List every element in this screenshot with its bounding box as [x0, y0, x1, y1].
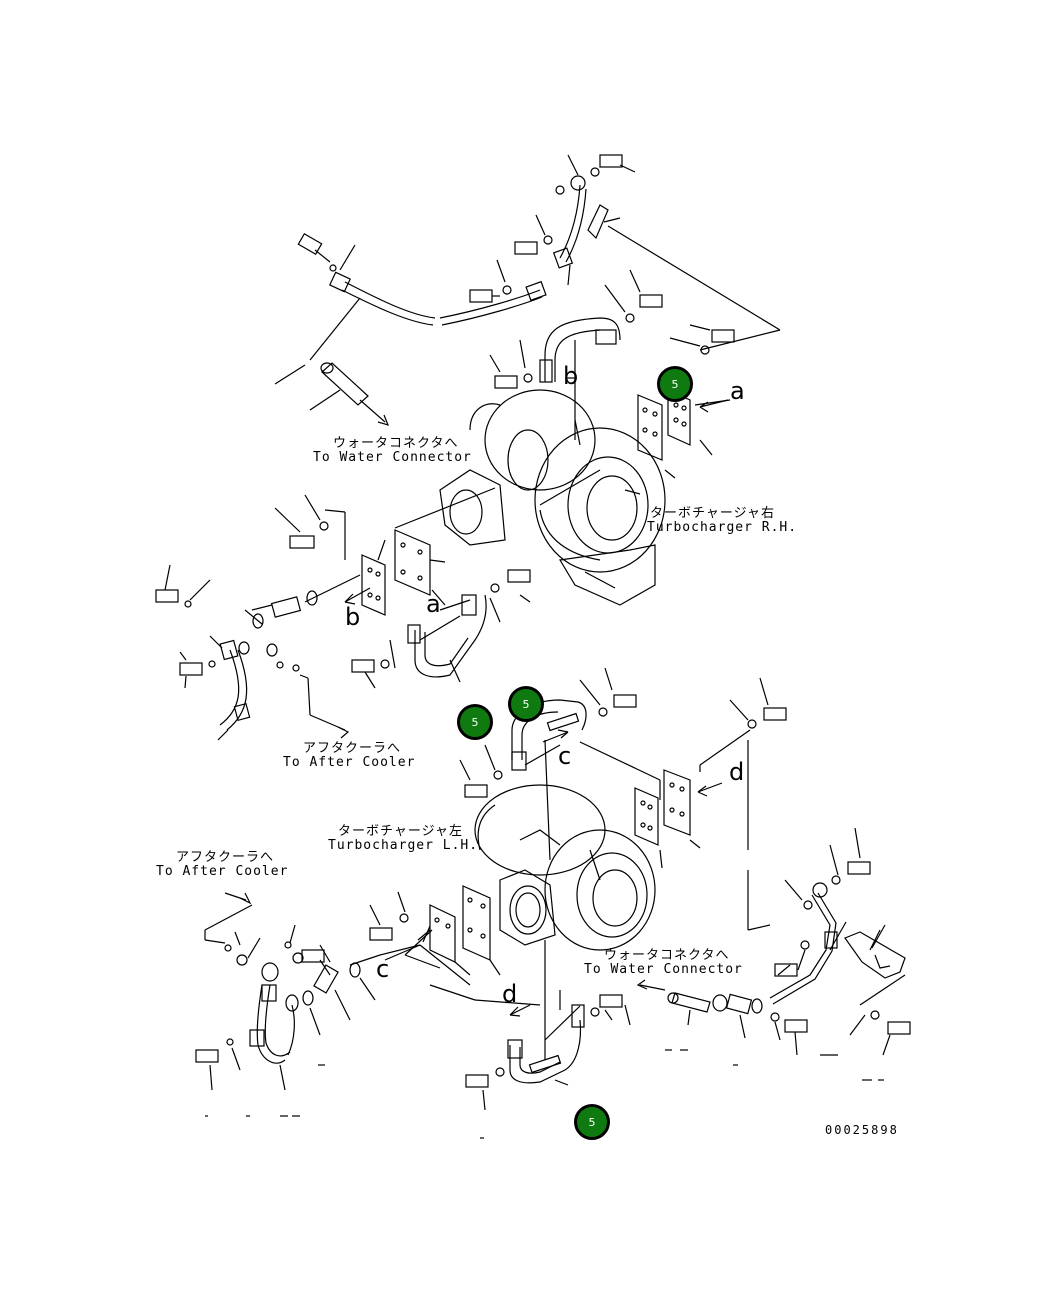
callout-b-top: b [563, 362, 579, 390]
turbocharger-lh [369, 667, 787, 1060]
turbo-rh-en: Turbocharger R.H. [647, 520, 798, 535]
position-marker[interactable]: 5 [574, 1104, 610, 1140]
position-marker[interactable]: 5 [508, 686, 544, 722]
pipe-a [351, 569, 531, 689]
water-connector-bottom-en: To Water Connector [584, 962, 743, 977]
callout-b-left: b [345, 603, 361, 631]
water-connector-top-jp: ウォータコネクタへ [333, 436, 459, 451]
callout-a-right: a [730, 377, 745, 405]
drawing-number: 00025898 [825, 1123, 899, 1137]
position-marker[interactable]: 5 [657, 366, 693, 402]
after-cooler-mid-jp: アフタクーラへ [303, 741, 402, 756]
callout-c-left: c [376, 955, 390, 983]
pipe-d [429, 984, 631, 1111]
turbo-lh-en: Turbocharger L.H. [328, 838, 479, 853]
callout-a-mid: a [426, 590, 441, 618]
rh-piping-left [155, 487, 496, 741]
after-cooler-mid-en: To After Cooler [283, 755, 416, 770]
turbo-rh-jp: ターボチャージャ右 [650, 506, 775, 521]
callout-d-right: d [729, 758, 745, 786]
stray-marks [205, 1049, 884, 1139]
lh-hose-left [195, 892, 421, 1091]
water-connector-bottom-jp: ウォータコネクタへ [604, 948, 730, 963]
water-connector-top-en: To Water Connector [313, 450, 472, 465]
turbocharger-rh [439, 269, 735, 606]
lh-water-pipe [636, 827, 911, 1056]
callout-arrows [344, 377, 729, 1017]
callout-d-bottom: d [502, 980, 518, 1008]
turbo-lh-jp: ターボチャージャ左 [338, 824, 463, 839]
callout-c-top: c [558, 742, 572, 770]
after-cooler-left-en: To After Cooler [156, 864, 289, 879]
after-cooler-left-jp: アフタクーラへ [176, 850, 275, 865]
position-marker[interactable]: 5 [457, 704, 493, 740]
top-water-pipe [274, 154, 781, 426]
